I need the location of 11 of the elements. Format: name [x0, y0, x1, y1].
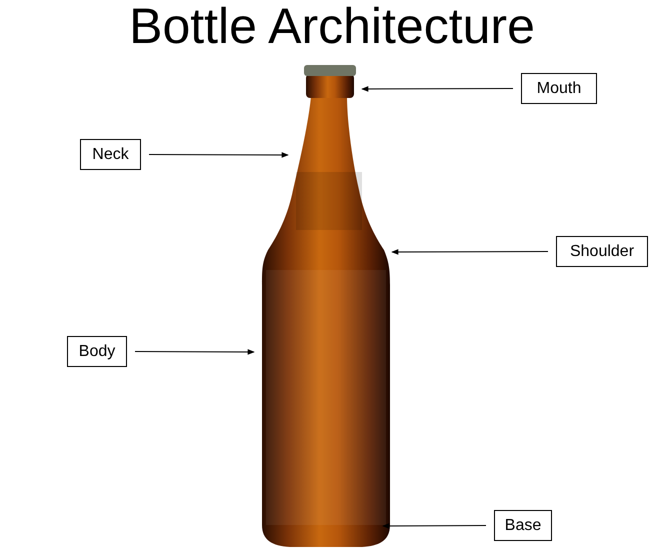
leader-arrow [391, 249, 548, 255]
title: Bottle Architecture [128, 0, 536, 56]
label-box: Mouth [521, 73, 597, 104]
leader-arrow [361, 86, 514, 92]
leader-arrow [148, 152, 289, 158]
label-box: Shoulder [556, 236, 648, 267]
label-box: Body [67, 336, 127, 367]
label-box: Neck [80, 139, 141, 170]
leader-arrow [134, 349, 255, 355]
label-box: Base [494, 510, 552, 541]
leader-arrow [382, 523, 486, 529]
